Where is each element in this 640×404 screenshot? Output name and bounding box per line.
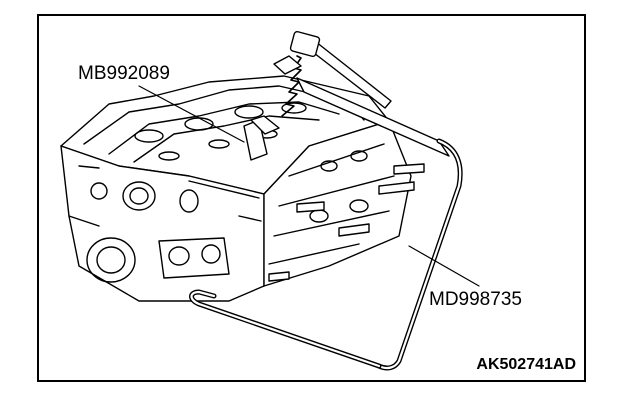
tool-label-right: MD998735 <box>429 289 522 310</box>
leader-line-tool-top <box>138 85 245 143</box>
spring-compressor-tool <box>189 30 463 371</box>
engine-head-illustration <box>60 30 480 371</box>
cylinder-head <box>60 75 425 302</box>
tool-label-top: MB992089 <box>78 63 170 84</box>
leader-line-tool-right <box>408 245 480 287</box>
figure-frame: MB992089 MD998735 AK502741AD <box>37 14 586 382</box>
figure-code: AK502741AD <box>476 356 576 373</box>
